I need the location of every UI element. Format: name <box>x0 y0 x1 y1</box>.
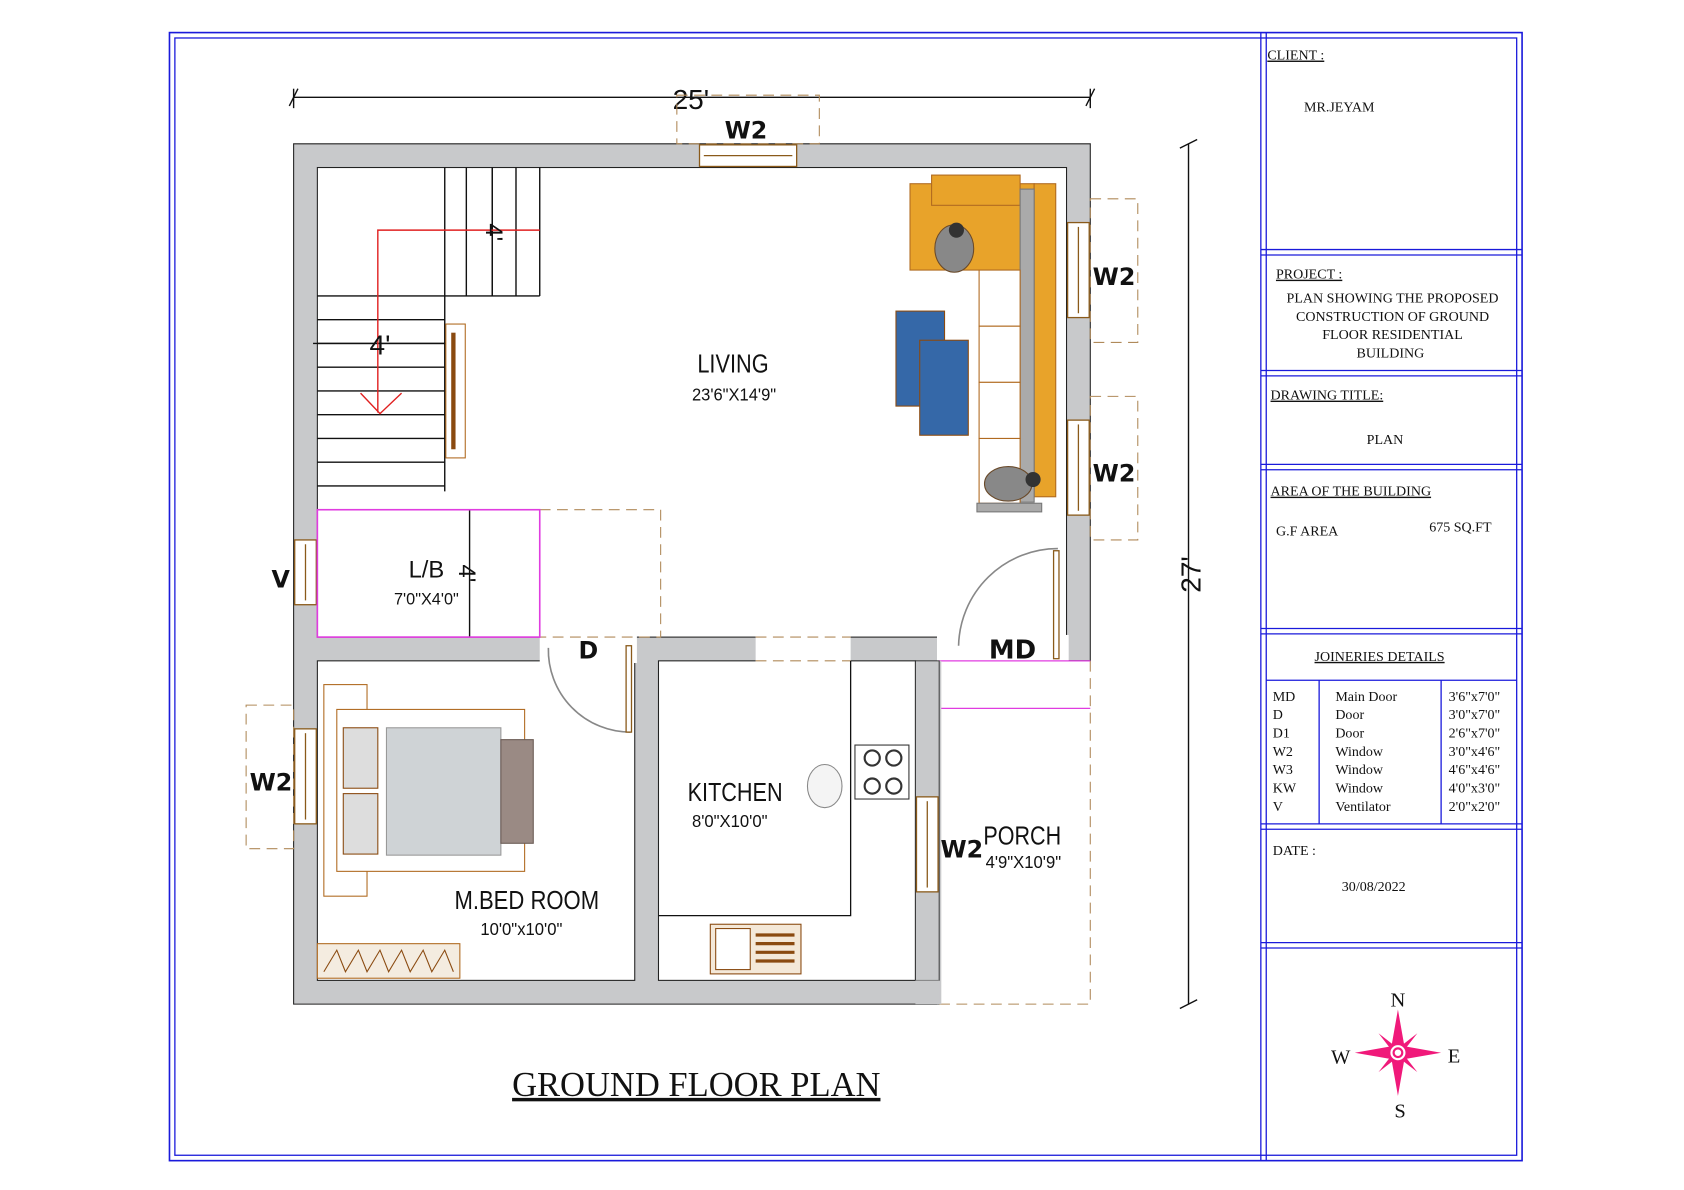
joinery-name: Ventilator <box>1335 799 1391 815</box>
joinery-name: Window <box>1335 762 1384 778</box>
date-value: 30/08/2022 <box>1342 879 1406 895</box>
living-label: LIVING <box>697 351 768 379</box>
person-icon <box>983 466 1033 502</box>
staircase <box>313 167 541 638</box>
window-w2-left-label: W2 <box>250 768 293 796</box>
door-d-opening <box>539 634 637 664</box>
stair-direction-arrow-icon <box>360 229 540 415</box>
north-arrow-compass-icon <box>1354 1009 1442 1096</box>
project-line-3: FLOOR RESIDENTIAL <box>1322 327 1463 343</box>
project-label: PROJECT : <box>1276 267 1342 283</box>
joinery-name: Door <box>1335 707 1364 723</box>
porch-size: 4'9"X10'9" <box>986 852 1062 872</box>
window-w2-top-label: W2 <box>725 116 768 144</box>
area-value: 675 SQ.FT <box>1429 519 1492 535</box>
project-line-4: BUILDING <box>1357 346 1425 362</box>
date-label: DATE : <box>1273 843 1316 859</box>
porch-label: PORCH <box>983 822 1061 850</box>
joineries-table: MD Main Door 3'6"x7'0" D Door 3'0"x7'0" D1 Door… <box>1273 689 1501 815</box>
drawing-title: PLAN <box>1367 432 1404 448</box>
main-door-label: MD <box>989 636 1036 666</box>
window-w2-right-1-label: W2 <box>1093 263 1136 291</box>
inner-frame <box>174 37 1518 1156</box>
compass-w: W <box>1331 1046 1351 1068</box>
joinery-size: 2'0"x2'0" <box>1449 799 1501 815</box>
joinery-code: D1 <box>1273 725 1290 741</box>
kitchen-size: 8'0"X10'0" <box>692 811 768 831</box>
joinery-size: 2'6"x7'0" <box>1449 725 1501 741</box>
dimension-lines <box>288 88 1198 1010</box>
joinery-name: Main Door <box>1335 689 1397 705</box>
joinery-name: Window <box>1335 744 1384 760</box>
window-w2-kitchen-label: W2 <box>940 835 983 863</box>
porch-outline <box>939 660 1091 1005</box>
window-w2-right-2-label: W2 <box>1093 460 1136 488</box>
windows <box>294 144 1090 893</box>
area-name: G.F AREA <box>1276 524 1339 540</box>
living-size: 23'6"X14'9" <box>692 385 776 405</box>
drawing-title-label: DRAWING TITLE: <box>1271 388 1384 404</box>
stair-dim-top: 4' <box>480 223 506 241</box>
joinery-size: 4'0"x3'0" <box>1449 781 1501 797</box>
width-dimension: 25' <box>673 84 710 115</box>
kitchen-label: KITCHEN <box>688 779 783 807</box>
joineries-label: JOINERIES DETAILS <box>1315 649 1445 665</box>
joinery-size: 3'0"x4'6" <box>1449 744 1501 760</box>
compass-e: E <box>1448 1045 1461 1067</box>
joinery-code: V <box>1273 799 1283 815</box>
joinery-name: Door <box>1335 725 1364 741</box>
door-swings <box>547 547 1058 733</box>
person-cooking-icon <box>806 763 843 809</box>
area-label: AREA OF THE BUILDING <box>1271 484 1432 500</box>
sofa-set <box>895 174 1057 513</box>
stove-icon <box>854 744 910 800</box>
stair-dim-width: 4' <box>370 329 391 360</box>
stair-dim-landing: 4' <box>453 565 479 583</box>
joinery-code: KW <box>1273 781 1297 797</box>
client-name: MR.JEYAM <box>1304 99 1375 115</box>
compass-s: S <box>1394 1100 1405 1122</box>
project-line-2: CONSTRUCTION OF GROUND <box>1296 309 1489 325</box>
kitchen-counter <box>658 660 852 917</box>
joinery-name: Window <box>1335 781 1384 797</box>
bedroom-label: M.BED ROOM <box>454 887 599 915</box>
client-label: CLIENT : <box>1267 48 1324 64</box>
title-block-dividers <box>1260 248 1523 949</box>
bedroom-size: 10'0"x10'0" <box>480 919 562 939</box>
main-door-leaf <box>1052 550 1060 660</box>
sink-icon <box>709 923 802 975</box>
landing-label: L/B <box>409 558 445 584</box>
joinery-size: 3'0"x7'0" <box>1449 707 1501 723</box>
joinery-code: W3 <box>1273 762 1293 778</box>
joinery-size: 4'6"x4'6" <box>1449 762 1501 778</box>
ventilator-label: V <box>271 565 290 593</box>
bed <box>323 684 534 897</box>
compass-n: N <box>1391 989 1406 1011</box>
joinery-code: MD <box>1273 689 1296 705</box>
joinery-code: W2 <box>1273 744 1293 760</box>
height-dimension: 27' <box>1175 556 1206 593</box>
door-d-leaf <box>625 645 633 733</box>
outer-frame <box>168 31 1523 1162</box>
project-line-1: PLAN SHOWING THE PROPOSED <box>1287 290 1499 306</box>
landing-size: 7'0"X4'0" <box>394 591 459 609</box>
plan-title: GROUND FLOOR PLAN <box>512 1066 880 1104</box>
door-d-label: D <box>578 637 598 665</box>
joinery-code: D <box>1273 707 1283 723</box>
landing-outline <box>316 508 541 638</box>
kitchen-opening <box>755 634 851 664</box>
joinery-size: 3'6"x7'0" <box>1449 689 1501 705</box>
